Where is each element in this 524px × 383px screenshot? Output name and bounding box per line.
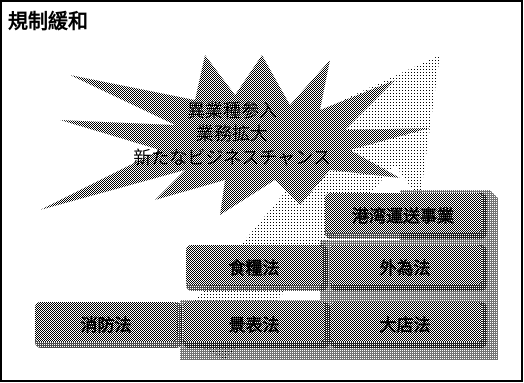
block-forex: 外為法: [330, 245, 487, 291]
diagram-title: 規制緩和: [8, 9, 88, 33]
block-food-control: 食糧法: [186, 245, 328, 291]
block-premiums-labeling: 景表法: [183, 302, 330, 348]
block-label-food: 食糧法: [229, 258, 280, 279]
block-label-forex: 外為法: [380, 258, 431, 279]
block-label-fire: 消防法: [81, 315, 132, 336]
block-label-labeling: 景表法: [229, 315, 280, 336]
block-label-port: 港湾運送事業: [352, 206, 454, 227]
burst-line-3: 新たなビジネスチャンス: [133, 148, 330, 169]
burst-line-1: 異業種参入: [187, 101, 277, 122]
block-fire-service: 消防法: [35, 302, 182, 348]
block-large-store: 大店法: [330, 302, 487, 348]
starburst: [40, 55, 430, 215]
block-label-large-store: 大店法: [380, 315, 431, 336]
burst-line-2: 業務拡大: [196, 124, 268, 145]
block-port-transport: 港湾運送事業: [325, 193, 487, 239]
